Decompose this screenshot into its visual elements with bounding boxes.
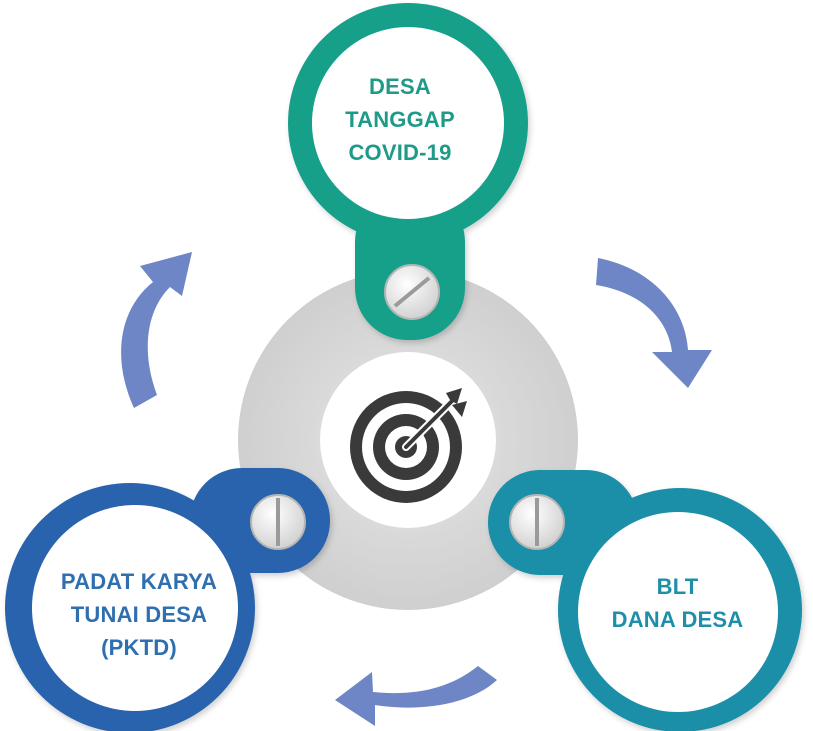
- label-line: BLT: [656, 574, 699, 599]
- arrow-bottom: [335, 666, 497, 726]
- node-padat-karya: [5, 468, 330, 731]
- label-line: TANGGAP: [345, 107, 455, 132]
- node-blt-dana-desa: [488, 470, 802, 731]
- label-line: DANA DESA: [611, 607, 744, 632]
- label-line: (PKTD): [101, 635, 177, 660]
- label-blt-dana-desa: BLT DANA DESA: [585, 570, 770, 636]
- label-desa-tanggap: DESA TANGGAP COVID-19: [310, 70, 490, 169]
- screw-left: [250, 494, 306, 550]
- label-line: TUNAI DESA: [70, 602, 208, 627]
- screw-top: [384, 264, 440, 320]
- label-line: PADAT KARYA: [60, 569, 218, 594]
- label-line: DESA: [369, 74, 431, 99]
- arrow-top-right: [596, 258, 712, 388]
- arrow-left-up: [121, 252, 192, 408]
- screw-right: [509, 494, 565, 550]
- target-icon: [350, 388, 467, 503]
- label-line: COVID-19: [348, 140, 452, 165]
- label-padat-karya: PADAT KARYA TUNAI DESA (PKTD): [34, 565, 244, 664]
